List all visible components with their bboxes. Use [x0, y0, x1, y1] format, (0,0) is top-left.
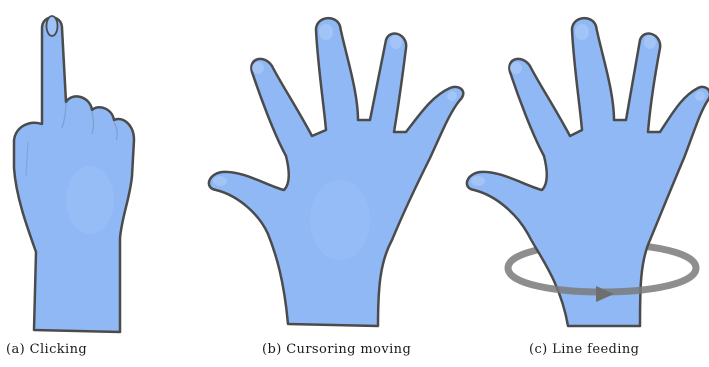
fingertip-icon	[47, 16, 58, 36]
panel-clicking: (a) Clicking	[0, 0, 180, 367]
open-hand-icon	[180, 0, 450, 367]
caption-cursoring-moving: (b) Cursoring moving	[262, 342, 411, 357]
panel-cursoring-moving: (b) Cursoring moving	[180, 0, 450, 367]
panel-line-feeding: (c) Line feeding	[450, 0, 709, 367]
open-hand-rotate-icon	[450, 0, 709, 367]
caption-line-feeding: (c) Line feeding	[529, 342, 639, 357]
pointing-hand-icon	[0, 0, 180, 367]
caption-clicking: (a) Clicking	[6, 342, 87, 357]
